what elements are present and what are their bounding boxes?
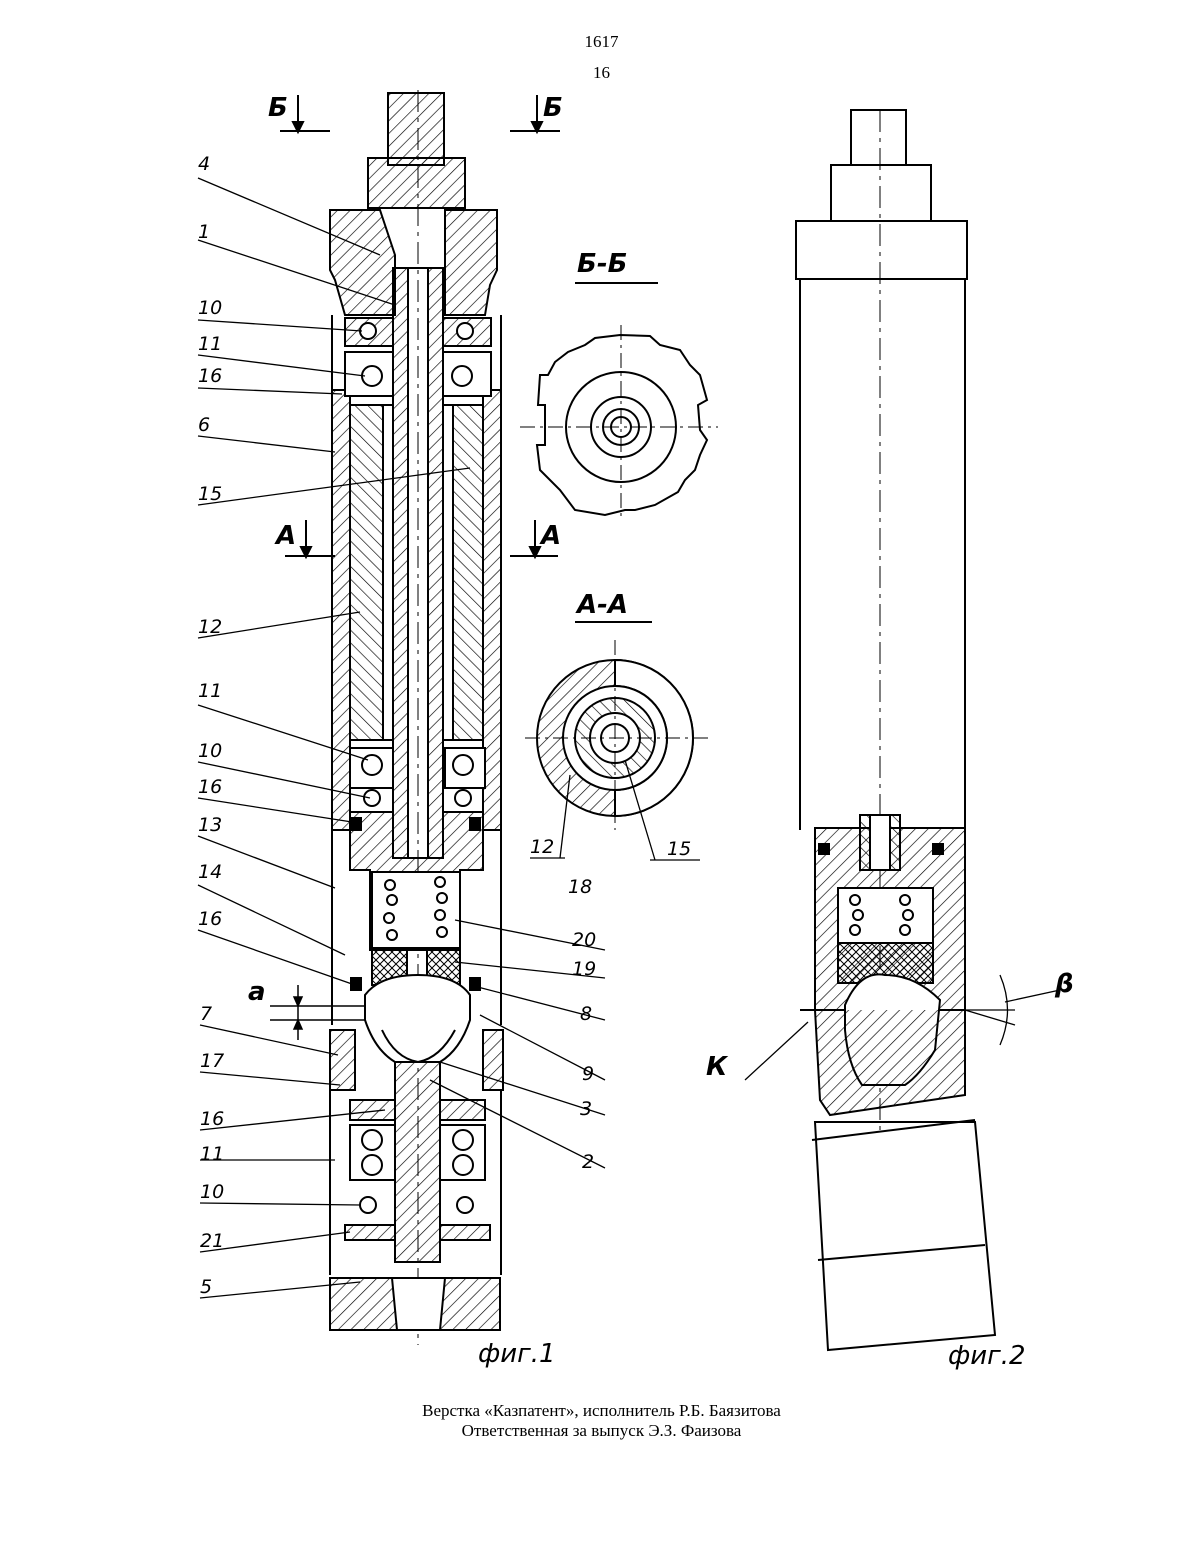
figure-1-caption: фиг.1 [478, 1339, 556, 1369]
callout-6: 6 [198, 414, 210, 436]
section-mark-a-left: А [274, 521, 296, 551]
rotor-left [350, 405, 383, 740]
callout-14: 14 [198, 861, 222, 883]
callout-1: 1 [198, 221, 210, 243]
callout-16-bottom: 16 [200, 1108, 224, 1130]
right-callouts: 18 20 19 8 9 3 2 [568, 876, 596, 1173]
callout-16-low: 16 [198, 908, 222, 930]
section-aa-callout-12: 12 [530, 836, 554, 858]
callout-15: 15 [198, 483, 222, 505]
figure-2-caption: фиг.2 [948, 1341, 1026, 1371]
callout-11-bottom: 11 [200, 1143, 224, 1165]
ball-joint [365, 975, 470, 1062]
callout-3: 3 [580, 1098, 592, 1120]
callout-18: 18 [568, 876, 592, 898]
callout-10-top: 10 [198, 297, 222, 319]
section-mark-b-left: Б [268, 93, 288, 123]
callout-12: 12 [198, 616, 222, 638]
rotor-right [453, 405, 483, 740]
callout-21: 21 [200, 1230, 224, 1252]
callout-8: 8 [580, 1003, 592, 1025]
section-aa-callout-15: 15 [667, 838, 691, 860]
section-bb-view [520, 325, 718, 520]
callout-17: 17 [200, 1050, 224, 1072]
callout-10-mid: 10 [198, 740, 222, 762]
callout-20: 20 [572, 929, 596, 951]
top-shaft [388, 93, 444, 165]
section-mark-b-right: Б [543, 93, 563, 123]
dimension-a-label: а [248, 977, 266, 1007]
upper-cap-right [445, 210, 497, 315]
callout-11-top: 11 [198, 333, 222, 355]
top-adapter [368, 158, 465, 208]
callout-19: 19 [572, 958, 596, 980]
callout-13: 13 [198, 814, 222, 836]
callout-10-bottom: 10 [200, 1181, 224, 1203]
figure-2 [745, 110, 1060, 1350]
figure-2-callout-K: К [706, 1052, 729, 1082]
section-aa-title: А-А [575, 590, 628, 620]
callout-4: 4 [198, 153, 210, 175]
callout-2: 2 [582, 1151, 594, 1173]
section-bb-title: Б-Б [577, 249, 627, 279]
callout-11-mid: 11 [198, 680, 222, 702]
lower-shaft [395, 1062, 440, 1262]
footer-line-2: Ответственная за выпуск Э.З. Фаизова [0, 1421, 1203, 1441]
callout-9: 9 [582, 1063, 594, 1085]
callout-16-mid: 16 [198, 776, 222, 798]
housing-wall-left [332, 390, 350, 830]
callout-7: 7 [200, 1003, 212, 1025]
section-mark-a-right: А [539, 521, 561, 551]
section-aa-view [525, 640, 712, 860]
callout-16-top: 16 [198, 365, 222, 387]
figure-2-angle-beta: β [1054, 969, 1074, 999]
callout-5: 5 [200, 1276, 212, 1298]
upper-cap-left [330, 210, 395, 315]
footer-line-1: Верстка «Казпатент», исполнитель Р.Б. Ба… [0, 1401, 1203, 1421]
figure-1 [330, 90, 503, 1345]
left-callouts: 4 1 10 11 16 6 15 12 11 10 16 13 14 16 7… [198, 153, 224, 1298]
